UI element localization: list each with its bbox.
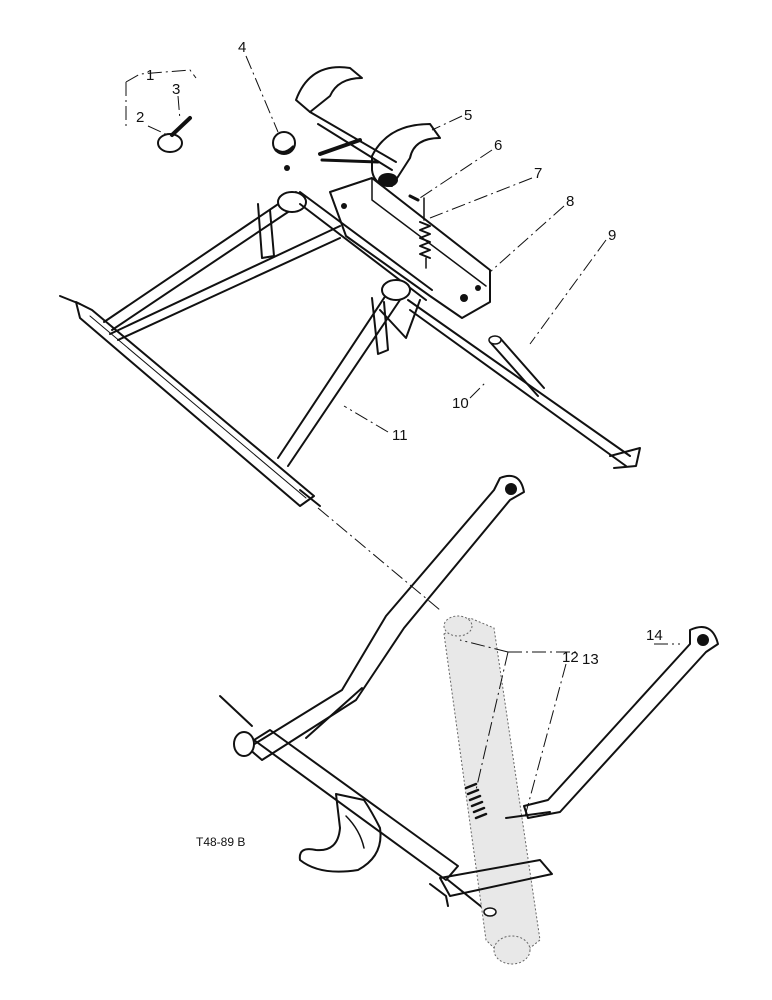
callout-3: 3 xyxy=(172,81,180,98)
leader-12 xyxy=(523,663,567,821)
callout-13: 13 xyxy=(582,651,599,668)
leader-lines xyxy=(125,55,680,821)
callout-9: 9 xyxy=(608,227,616,244)
callout-6: 6 xyxy=(494,137,502,154)
leader-9 xyxy=(529,239,607,345)
leader-group-1 xyxy=(125,69,197,83)
leader-7 xyxy=(429,177,533,219)
leader-8 xyxy=(489,205,565,273)
small-pin-part xyxy=(408,194,420,202)
leader-13-top xyxy=(459,639,509,653)
leader-10 xyxy=(469,381,487,399)
leader-5 xyxy=(431,115,463,131)
callout-8: 8 xyxy=(566,193,574,210)
leader-4 xyxy=(245,55,279,133)
callout-10: 10 xyxy=(452,395,469,412)
lower-spring-part xyxy=(464,782,488,820)
bracket-plate-part xyxy=(329,177,491,319)
linch-pin-part xyxy=(157,116,192,153)
a-frame-part xyxy=(59,191,641,507)
callout-1: 1 xyxy=(146,67,154,84)
ball-part xyxy=(272,131,296,171)
callout-2: 2 xyxy=(136,109,144,126)
leader-axis xyxy=(317,507,441,611)
lower-hook-part xyxy=(298,793,382,873)
reference-code: T48-89 B xyxy=(196,835,245,849)
callout-14: 14 xyxy=(646,627,663,644)
left-lower-link-part xyxy=(247,474,525,761)
spring-part xyxy=(419,197,431,269)
lower-cross-shaft-part xyxy=(219,695,489,913)
leader-6 xyxy=(419,149,493,199)
leader-2 xyxy=(147,125,171,137)
leader-11 xyxy=(343,405,389,433)
rod-part xyxy=(488,335,545,397)
callout-11: 11 xyxy=(392,427,408,444)
callout-4: 4 xyxy=(238,39,246,56)
upper-hook-assembly xyxy=(295,66,441,187)
callout-12: 12 xyxy=(562,649,579,666)
lift-rod-ghost xyxy=(443,615,541,965)
callout-7: 7 xyxy=(534,165,542,182)
leader-3 xyxy=(177,95,181,121)
callout-5: 5 xyxy=(464,107,472,124)
pin-shaft xyxy=(170,116,192,137)
pin-ring xyxy=(157,133,183,153)
